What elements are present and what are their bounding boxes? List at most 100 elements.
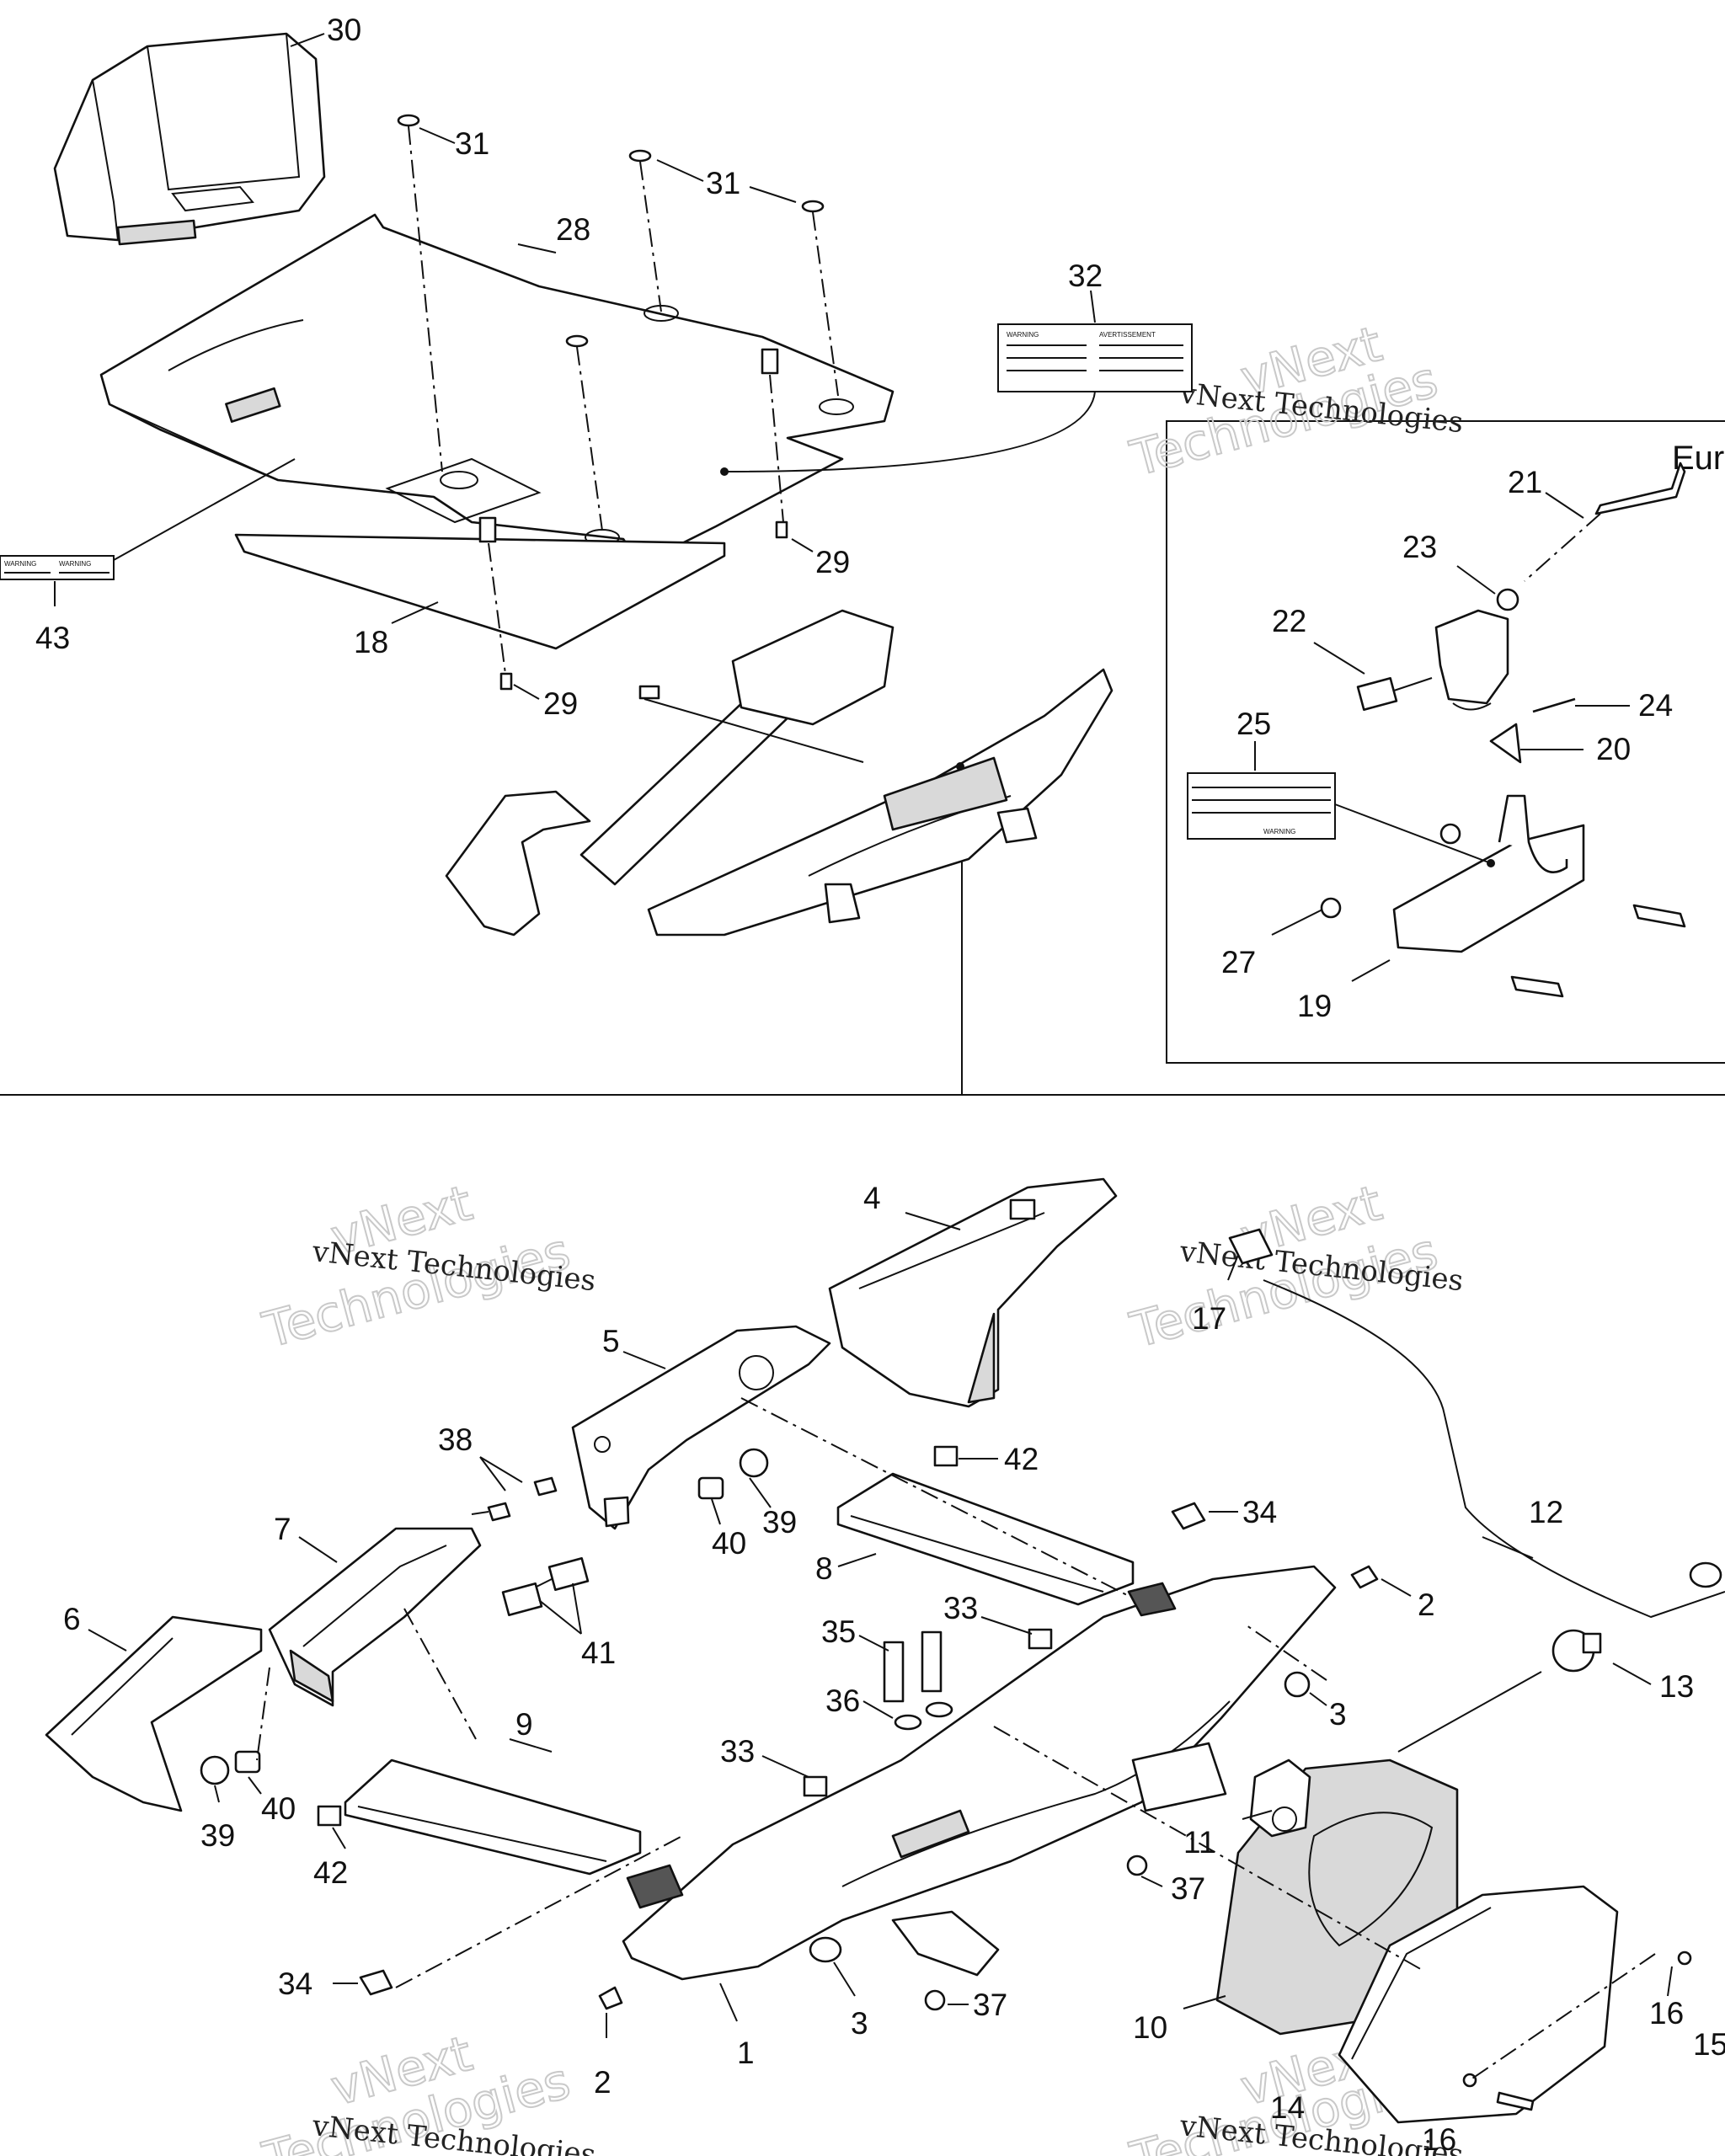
part-20-clip [1489, 723, 1522, 764]
callout-4: 4 [863, 1181, 881, 1215]
callout-3a: 3 [1329, 1697, 1347, 1732]
callout-30: 30 [327, 13, 361, 47]
callout-25: 25 [1236, 707, 1271, 741]
part-1-rack-body [622, 1565, 1337, 1981]
callout-16a: 16 [1649, 1996, 1684, 2031]
spacer-29-a [761, 348, 788, 539]
callout-20: 20 [1596, 732, 1631, 766]
part-24-spring-pin [1532, 697, 1576, 713]
spacer-29-b [478, 516, 513, 691]
callout-23: 23 [1402, 530, 1437, 564]
callout-21: 21 [1508, 465, 1542, 499]
callout-9: 9 [515, 1707, 533, 1742]
part-19-hitch [1392, 794, 1585, 953]
callout-1: 1 [737, 2036, 755, 2070]
callout-37a: 37 [1171, 1871, 1205, 1906]
callout-34b: 34 [278, 1967, 312, 2001]
bolt-31-b [628, 149, 662, 312]
callout-6: 6 [63, 1602, 81, 1636]
callout-28: 28 [556, 212, 590, 247]
callout-17: 17 [1192, 1301, 1226, 1336]
callout-11: 11 [1183, 1825, 1215, 1860]
callout-39a: 39 [762, 1505, 797, 1540]
watermark-mid-right: vNext Technologies vNext Technologies [1124, 1173, 1465, 1360]
part-18-pad [234, 533, 726, 650]
callout-33a: 33 [943, 1591, 978, 1625]
grommet-right [1689, 1561, 1722, 1588]
watermark-bottom-left: vNext Technologies vNext Technologies [256, 2024, 597, 2156]
bolt-31-c [801, 200, 839, 397]
nut-27 [1320, 823, 1461, 919]
callout-16b: 16 [1422, 2122, 1456, 2156]
callout-42b: 42 [313, 1855, 348, 1890]
callout-15: 15 [1693, 2027, 1725, 2062]
svg-text:WARNING: WARNING [59, 560, 91, 568]
callout-8: 8 [815, 1551, 833, 1586]
callout-27: 27 [1221, 945, 1256, 979]
part-21-pin [1524, 462, 1686, 582]
callout-29a: 29 [815, 545, 850, 579]
part-13-bulb [1551, 1629, 1602, 1673]
callout-10: 10 [1133, 2010, 1167, 2045]
callout-42a: 42 [1004, 1442, 1039, 1476]
part-22-bolt [1356, 677, 1433, 711]
part-28-plate [99, 213, 895, 566]
callout-7: 7 [274, 1512, 291, 1546]
bolt-hitch-right [1510, 904, 1686, 998]
bolt-31-d [565, 334, 603, 531]
callout-29b: 29 [543, 686, 578, 721]
callout-24: 24 [1638, 688, 1673, 723]
top-rack-assembly [445, 609, 1114, 937]
assembly-lines-bottom [256, 1397, 1656, 2081]
inset-frame [1166, 420, 1725, 1064]
warning-label-32: WARNING AVERTISSEMENT [997, 323, 1193, 392]
callout-22: 22 [1272, 604, 1306, 638]
part-14-lens [1338, 1885, 1619, 2124]
callout-13: 13 [1659, 1669, 1694, 1704]
svg-text:AVERTISSEMENT: AVERTISSEMENT [1099, 331, 1156, 339]
fastener-group-bottom [200, 1445, 1692, 2111]
callout-18: 18 [354, 625, 388, 659]
callout-37b: 37 [973, 1988, 1007, 2022]
part-23-nut [1496, 588, 1519, 611]
callout-33b: 33 [720, 1734, 755, 1769]
callout-41: 41 [581, 1636, 616, 1670]
part-7-bracket [268, 1527, 482, 1707]
callout-32: 32 [1068, 259, 1103, 293]
callout-43: 43 [35, 621, 70, 655]
part-12-cable [1263, 1279, 1725, 1619]
part-11-switch [1249, 1758, 1311, 1838]
callout-5: 5 [602, 1324, 620, 1358]
part-6-cover [45, 1615, 263, 1812]
svg-text:WARNING: WARNING [1263, 828, 1295, 835]
bolt-31-a [397, 114, 443, 472]
part-30-cover [53, 32, 326, 246]
callout-38: 38 [438, 1422, 473, 1457]
callout-12: 12 [1529, 1495, 1563, 1529]
callout-14: 14 [1270, 2090, 1305, 2125]
svg-text:WARNING: WARNING [1007, 331, 1039, 339]
callout-35: 35 [821, 1614, 856, 1649]
callout-31a: 31 [455, 126, 489, 161]
callout-2b: 2 [594, 2065, 611, 2100]
callouts: 30 31 31 28 32 29 29 18 43 21 23 22 24 2… [35, 13, 1725, 2156]
rail-8 [836, 1472, 1135, 1606]
warning-label-43: WARNING WARNING [0, 555, 115, 580]
callout-31b: 31 [706, 166, 740, 200]
callout-39b: 39 [200, 1818, 235, 1853]
callout-2a: 2 [1418, 1588, 1435, 1622]
hitch-bracket [1434, 609, 1509, 711]
warning-label-25: WARNING [1187, 772, 1336, 840]
part-5-bracket [571, 1325, 831, 1530]
callout-36: 36 [825, 1684, 860, 1718]
callout-34a: 34 [1242, 1495, 1277, 1529]
callout-3b: 3 [851, 2006, 868, 2041]
callout-40a: 40 [712, 1526, 746, 1561]
svg-text:WARNING: WARNING [4, 560, 36, 568]
watermark-mid-left: vNext Technologies vNext Technologies [256, 1173, 597, 1360]
part-4-cover [828, 1177, 1118, 1408]
callout-19: 19 [1297, 989, 1332, 1023]
rail-9 [344, 1758, 642, 1876]
callout-40b: 40 [261, 1791, 296, 1826]
